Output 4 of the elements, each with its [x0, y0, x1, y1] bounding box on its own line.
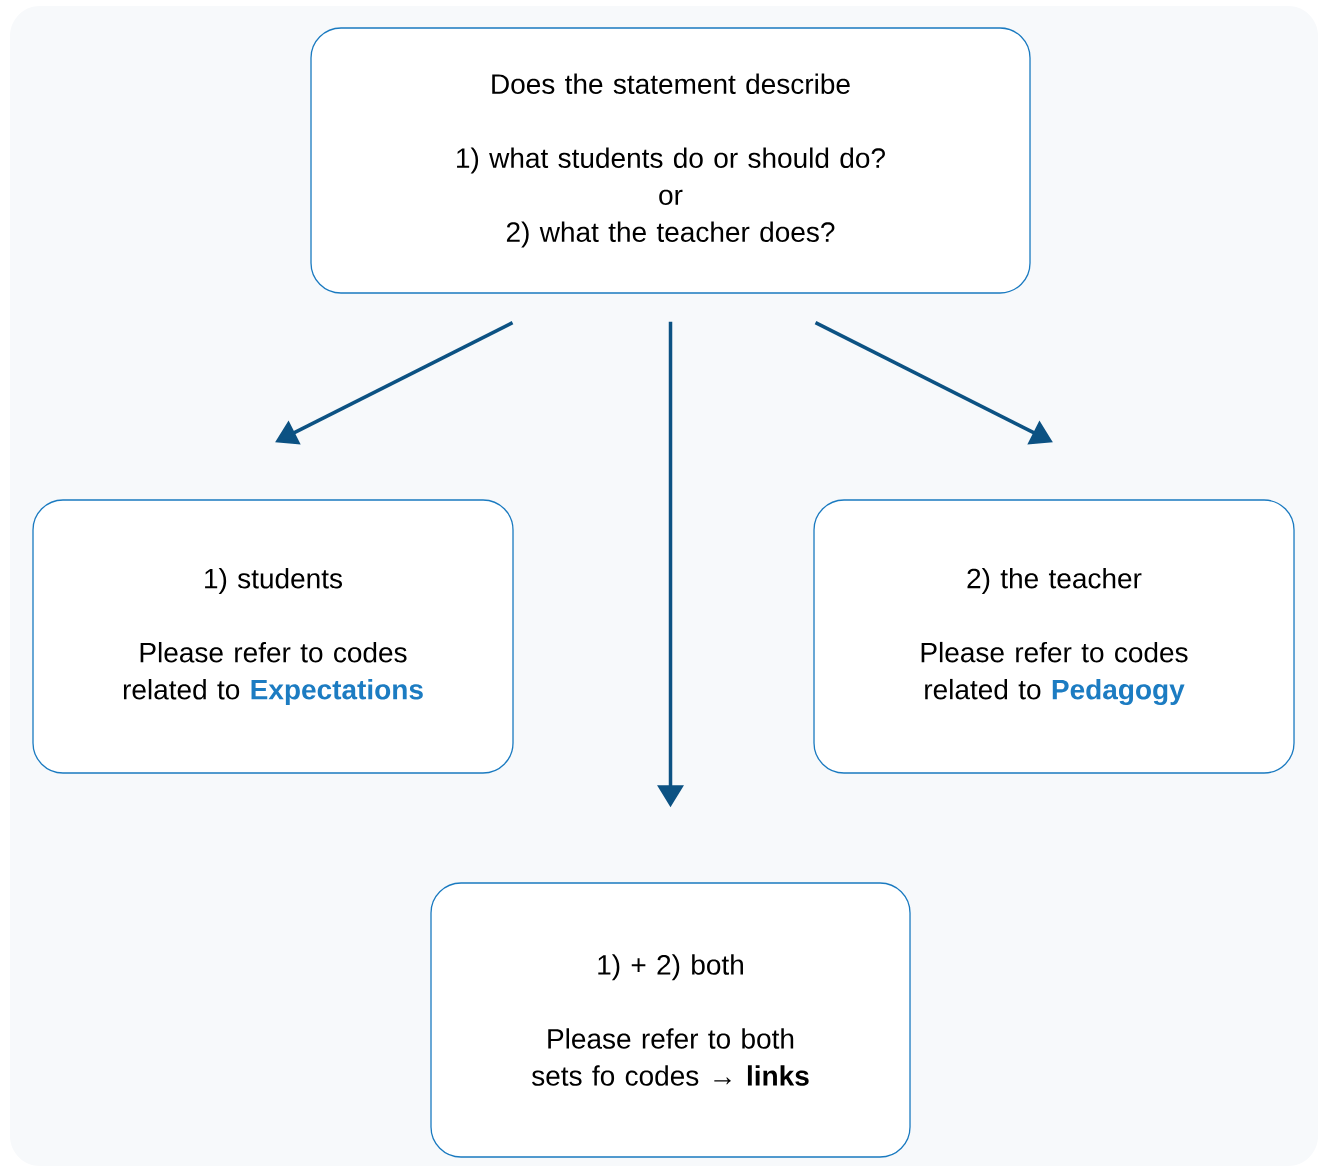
text-box: 1) + 2) both Please refer to both sets fo codes → links [430, 882, 911, 1158]
text-box: Does the statement describe 1) what students do or should do? or 2) what the teacher does? [310, 27, 1031, 294]
text-box: 2) the teacher Please refer to codes related to Pedagogy [813, 499, 1295, 774]
text-box: 1) students Please refer to codes related to Expectations [32, 499, 514, 774]
